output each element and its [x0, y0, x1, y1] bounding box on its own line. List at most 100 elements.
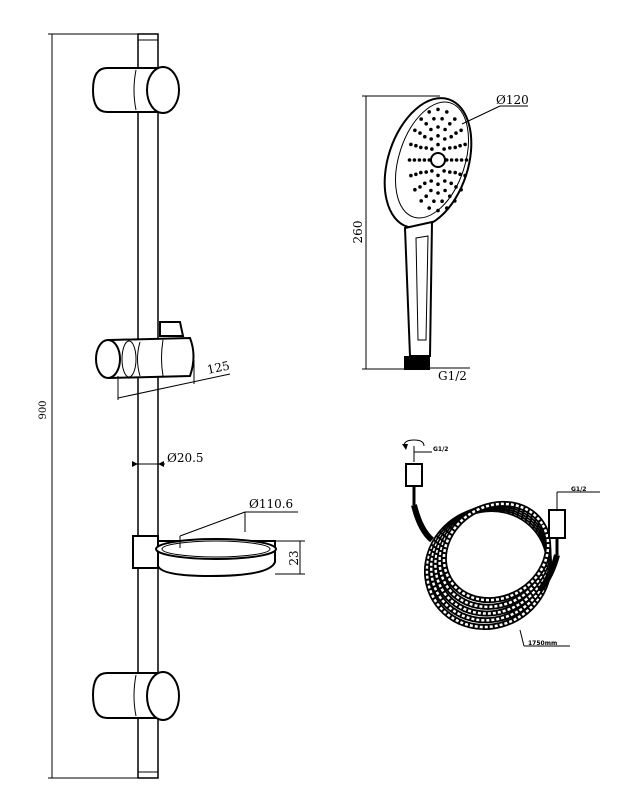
- nozzle-dot: [427, 110, 432, 114]
- rotate-arrow-icon: [403, 439, 425, 447]
- dim-rail-diameter: Ø20.5: [167, 451, 204, 465]
- hose-thread-right: G1/2: [571, 486, 586, 493]
- nozzle-dot: [453, 117, 457, 121]
- nozzle-dot: [449, 181, 454, 186]
- dim-dish-diameter: Ø110.6: [249, 497, 293, 511]
- nozzle-dot: [436, 173, 440, 178]
- nozzle-dot: [414, 172, 418, 177]
- nozzle-dot: [409, 173, 413, 178]
- shower-head-face: [395, 101, 469, 219]
- nozzle-dot: [432, 199, 436, 203]
- slide-rail-assembly: 900 125 Ø20.5: [38, 33, 305, 779]
- soap-dish: [132, 535, 277, 578]
- bottom-wall-bracket: [91, 671, 180, 721]
- nozzle-dot: [443, 137, 447, 141]
- hose-coil: [442, 502, 550, 602]
- nozzle-dot: [430, 169, 434, 173]
- nozzle-dot: [458, 143, 462, 148]
- dim-bracket-depth: 125: [206, 358, 231, 376]
- nozzle-dot: [432, 117, 436, 121]
- hose-tail-right: [537, 554, 560, 592]
- nozzle-dot: [459, 128, 463, 133]
- nozzle-dot: [459, 187, 463, 192]
- nozzle-dot: [419, 170, 423, 175]
- nozzle-dot: [419, 199, 424, 203]
- nozzle-dot: [440, 199, 444, 203]
- nozzle-dot: [442, 147, 446, 151]
- nozzle-dot: [418, 185, 422, 189]
- nozzle-dot: [463, 142, 467, 147]
- dim-125-line: [117, 373, 231, 399]
- shower-hose: G1/2 G1/2 1750mm: [402, 439, 600, 647]
- sliding-holder: [95, 321, 195, 380]
- nozzle-dot: [429, 188, 433, 193]
- nozzle-dot: [407, 158, 412, 162]
- nozzle-dot: [453, 170, 458, 175]
- nozzle-dot: [442, 169, 446, 173]
- hand-shower: 260 G1/2 Ø120: [351, 93, 529, 383]
- nozzle-dot: [454, 131, 458, 135]
- hose-thread-left: G1/2: [433, 446, 448, 453]
- nozzle-dot: [414, 143, 418, 148]
- nozzle-dot: [443, 179, 447, 183]
- nozzle-dot: [436, 182, 440, 186]
- nozzle-dot: [454, 158, 459, 162]
- nozzle-dot: [436, 191, 440, 195]
- nozzle-dot: [443, 188, 447, 193]
- nozzle-dot: [424, 194, 429, 198]
- nozzle-dot: [436, 134, 440, 138]
- nozzle-dot: [453, 199, 457, 203]
- nozzle-dot: [458, 172, 462, 177]
- dim-rail-length: 900: [38, 400, 49, 419]
- nozzle-dots: [407, 107, 469, 213]
- top-wall-bracket: [91, 66, 180, 114]
- nozzle-dot: [448, 194, 452, 198]
- nozzle-dot: [422, 158, 427, 162]
- nozzle-dot: [443, 127, 447, 132]
- nozzle-dot: [436, 142, 440, 147]
- nozzle-dot: [424, 146, 429, 150]
- nozzle-dot: [463, 173, 467, 178]
- nozzle-dot: [424, 122, 429, 126]
- nozzle-dot: [448, 146, 452, 150]
- nozzle-dot: [436, 125, 440, 129]
- hose-nut-right: [548, 509, 566, 539]
- nozzle-dot: [413, 128, 417, 133]
- nozzle-dot: [464, 158, 469, 162]
- nozzle-dot: [409, 142, 413, 147]
- dim-dish-dia-line: [179, 511, 246, 537]
- nozzle-dot: [419, 145, 423, 150]
- nozzle-dot: [449, 134, 454, 139]
- nozzle-dot: [454, 185, 458, 189]
- nozzle-dot: [444, 158, 449, 162]
- nozzle-dot: [429, 179, 434, 183]
- hose-nut-left: [405, 463, 423, 487]
- nozzle-dot: [429, 127, 433, 132]
- nozzle-dot: [436, 107, 440, 112]
- dim-handset-thread: G1/2: [438, 369, 467, 383]
- nozzle-dot: [453, 145, 458, 150]
- nozzle-dot: [445, 206, 449, 210]
- nozzle-dot: [445, 110, 449, 114]
- nozzle-dot: [423, 181, 427, 186]
- nozzle-dot: [427, 206, 432, 210]
- nozzle-dot: [436, 208, 440, 213]
- nozzle-dot: [412, 158, 417, 162]
- hose-coils: [411, 500, 560, 631]
- rail-tube: [137, 33, 159, 779]
- nozzle-dot: [427, 158, 432, 162]
- hose-length: 1750mm: [528, 640, 557, 647]
- nozzle-dot: [417, 158, 422, 162]
- dim-dish-height: 23: [287, 550, 301, 565]
- nozzle-dot: [429, 137, 434, 141]
- dim-handset-length: 260: [351, 221, 365, 244]
- nozzle-dot: [440, 117, 444, 121]
- nozzle-dot: [448, 122, 452, 126]
- nozzle-dot: [423, 134, 427, 139]
- nozzle-dot: [448, 170, 452, 174]
- dim-head-dia-leader: [461, 105, 501, 125]
- nozzle-dot: [459, 158, 464, 162]
- nozzle-dot: [424, 170, 429, 174]
- nozzle-dot: [419, 117, 424, 121]
